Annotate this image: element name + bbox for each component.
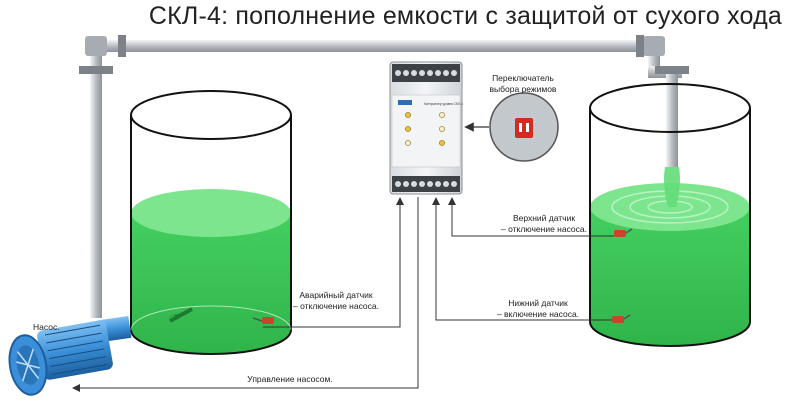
page-title: СКЛ-4: пополнение емкости с защитой от с… xyxy=(148,2,782,30)
pipe-coupling xyxy=(118,35,126,57)
mode-switch xyxy=(464,92,559,162)
device-logo xyxy=(398,100,412,105)
device-label: Контроллер уровня СКЛ-4 xyxy=(424,102,463,106)
pipe-system xyxy=(79,35,689,318)
status-led-icon xyxy=(405,112,445,146)
pipe-coupling xyxy=(655,66,689,74)
alarm-sensor-label-line1: Аварийный датчик xyxy=(299,290,373,300)
alarm-sensor-label-line2: – отключение насоса. xyxy=(293,301,379,311)
switch-label-line1: Переключатель xyxy=(492,73,554,83)
pump-control-line xyxy=(72,197,419,392)
water-stream xyxy=(664,167,680,207)
pipe-coupling xyxy=(85,36,107,56)
upper-sensor-label-line1: Верхний датчик xyxy=(513,213,575,223)
upper-signal-line xyxy=(448,197,614,237)
dip-switch-icon xyxy=(515,118,533,138)
pump-label: Насос. xyxy=(33,322,60,332)
right-tank xyxy=(589,83,751,347)
pipe-outlet xyxy=(666,72,678,167)
left-tank-bottom xyxy=(130,329,292,355)
right-tank-bottom xyxy=(589,321,751,347)
left-water-surface xyxy=(131,189,291,237)
signal-lines xyxy=(72,197,614,392)
lower-sensor-icon xyxy=(612,314,631,323)
terminal-row-top xyxy=(395,70,457,76)
upper-sensor-label-line2: – отключение насоса. xyxy=(501,224,587,234)
upper-sensor-icon xyxy=(614,228,633,237)
alarm-sensor-icon xyxy=(252,317,274,324)
right-water-body xyxy=(590,207,750,346)
left-tank xyxy=(130,90,292,355)
pump-control-label: Управление насосом. xyxy=(247,374,332,384)
left-tank-bottom-back xyxy=(130,305,292,331)
alarm-signal-line xyxy=(263,197,404,328)
lower-signal-line xyxy=(432,197,612,321)
suction-arrow-icon xyxy=(169,307,193,323)
switch-label-line2: выбора режимов xyxy=(490,84,557,94)
terminal-row-bottom xyxy=(395,181,457,187)
pipe-coupling xyxy=(636,35,644,57)
lower-sensor-label-line1: Нижний датчик xyxy=(508,298,568,308)
pipe-coupling xyxy=(643,36,665,56)
pipe-coupling xyxy=(79,66,113,74)
pipe-top-horizontal xyxy=(90,40,660,52)
pump-icon xyxy=(8,316,132,396)
controller-device: Контроллер уровня СКЛ-4 xyxy=(389,61,463,195)
left-tank-rim xyxy=(130,90,292,140)
lower-sensor-label-line2: – включение насоса. xyxy=(497,309,579,319)
pipe-left-vertical xyxy=(90,48,102,318)
